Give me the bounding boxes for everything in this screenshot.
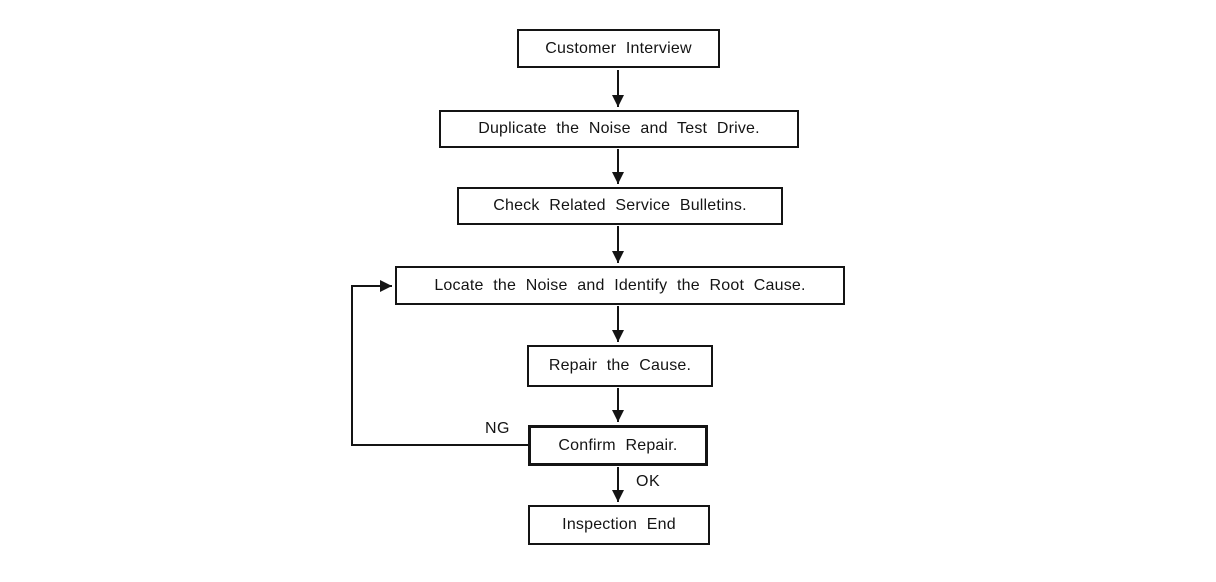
- flow-node-label: Repair the Cause.: [548, 357, 692, 374]
- flow-node-check-bulletins: Check Related Service Bulletins.: [457, 187, 783, 225]
- flow-node-label: Duplicate the Noise and Test Drive.: [478, 120, 760, 137]
- flow-node-repair-cause: Repair the Cause.: [527, 345, 713, 387]
- flow-node-customer-interview: Customer Interview: [517, 29, 720, 68]
- flow-node-inspection-end: Inspection End: [528, 505, 710, 545]
- flow-node-label: Check Related Service Bulletins.: [493, 197, 747, 214]
- edge-label-ok: OK: [636, 473, 661, 490]
- flow-node-confirm-repair: Confirm Repair.: [528, 425, 708, 466]
- flow-node-label: Confirm Repair.: [558, 436, 678, 454]
- flow-node-locate-noise: Locate the Noise and Identify the Root C…: [395, 266, 845, 305]
- flow-node-label: Locate the Noise and Identify the Root C…: [434, 276, 806, 294]
- edge-label-ng: NG: [485, 420, 510, 437]
- flow-node-duplicate-noise: Duplicate the Noise and Test Drive.: [439, 110, 799, 148]
- flow-node-label: Inspection End: [562, 516, 676, 533]
- flow-node-label: Customer Interview: [545, 39, 692, 57]
